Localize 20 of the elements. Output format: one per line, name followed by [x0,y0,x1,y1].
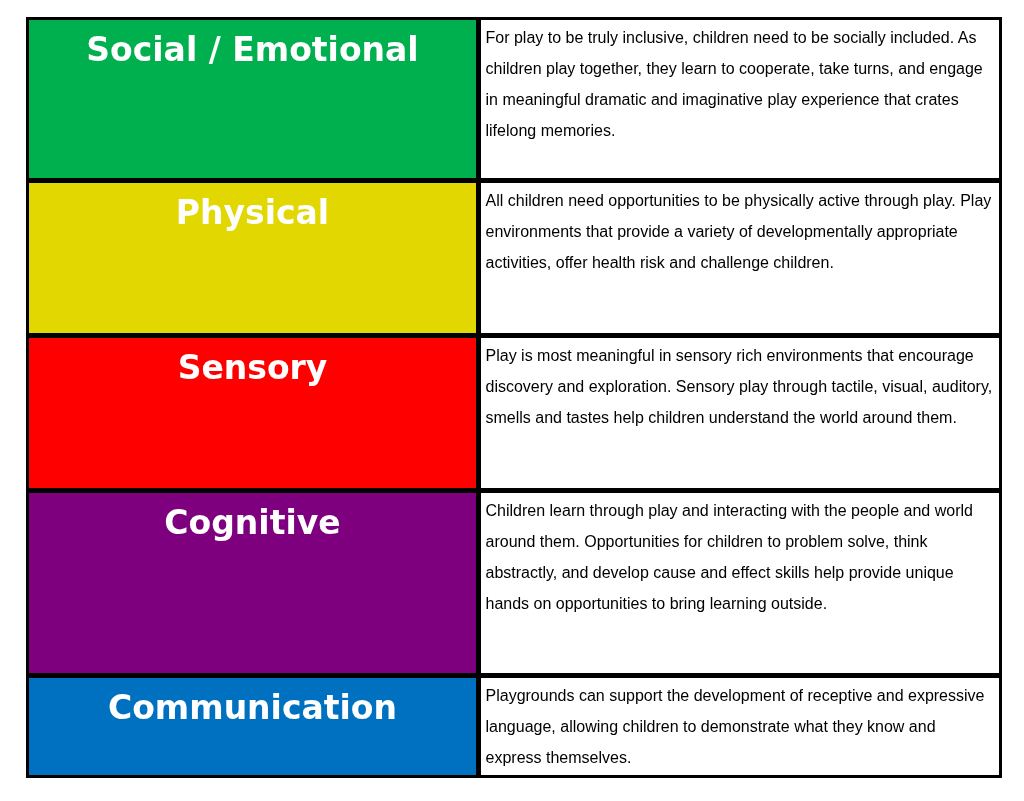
category-cell [26,17,479,181]
description-text: For play to be truly inclusive, children need to be socially included. As children play together, they learn to cooperate, take turns, and engage in meaningful dramatic and imaginative play experience that crates lifelong memories. [484,28,984,141]
category-cell [26,674,479,778]
description-cell [477,674,1002,778]
category-cell [26,489,479,676]
description-text: All children need opportunities to be physically active through play. Play environments that provide a variety of developmentally appropriate activities, offer health risk and challenge children. [484,190,993,273]
category-cell [26,179,479,336]
category-heading: Sensory [176,347,329,387]
description-cell [477,17,1002,181]
description-cell [477,179,1002,336]
category-cell [26,334,479,491]
description-cell [477,489,1002,676]
description-cell [477,334,1002,491]
description-text: Playgrounds can support the development of receptive and expressive language, allowing children to demonstrate what they know and express themselves. [484,685,986,768]
category-heading: Social / Emotional [85,30,420,69]
description-text: Play is most meaningful in sensory rich environments that encourage discovery and exploration. Sensory play through tactile, visual, auditory, smells and tastes help children understand the world around them. [484,345,994,428]
category-heading: Cognitive [163,502,342,542]
description-text: Children learn through play and interacting with the people and world around them. Opportunities for children to problem solve, think abstractly, and develop cause and effect skills help provide unique hands on opportunities to bring learning outside. [484,500,974,614]
category-heading: Physical [174,192,331,232]
category-heading: Communication [106,687,398,727]
